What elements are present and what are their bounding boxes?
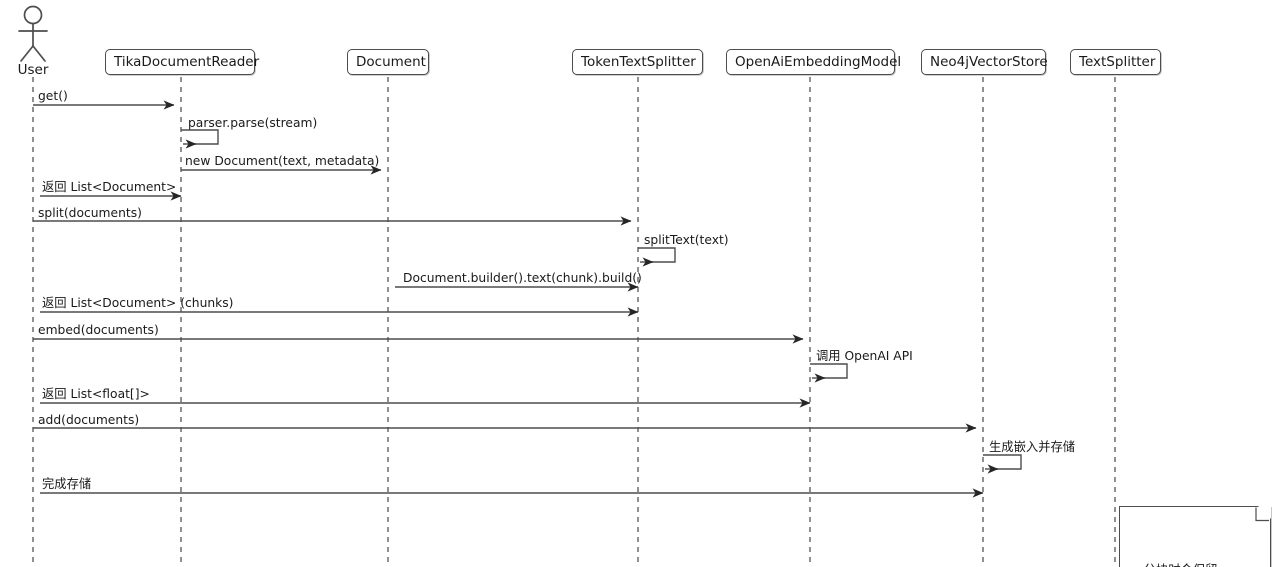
message-label-split-documents: split(documents) [38, 206, 142, 220]
participant-token-text-splitter[interactable]: TokenTextSplitter [572, 49, 703, 75]
note-fold-corner-icon [1258, 506, 1271, 519]
note-text: 分块时会保留 元数据信息: - parent_document_id - chu… [1128, 563, 1262, 567]
arrow-generate-embedding-store-self [983, 454, 1022, 474]
participant-document[interactable]: Document [347, 49, 429, 75]
participant-openai-embedding-model[interactable]: OpenAiEmbeddingModel [726, 49, 901, 75]
arrow-split-text-self [638, 247, 676, 267]
message-label-get: get() [38, 89, 68, 103]
message-label-return-list-document: 返回 List<Document> [42, 180, 177, 194]
message-label-embed-documents: embed(documents) [38, 323, 159, 337]
arrow-parser-parse-self [181, 129, 219, 149]
participant-text-splitter[interactable]: TextSplitter [1070, 49, 1161, 75]
message-label-document-builder: Document.builder().text(chunk).build() [403, 271, 642, 285]
note-chunk-metadata: 分块时会保留 元数据信息: - parent_document_id - chu… [1119, 506, 1271, 567]
message-label-call-openai-api: 调用 OpenAI API [816, 349, 913, 363]
message-label-new-document: new Document(text, metadata) [185, 154, 380, 168]
stick-figure-actor-icon [18, 5, 48, 62]
message-label-parser-parse: parser.parse(stream) [188, 116, 318, 130]
participant-neo4j-vector-store[interactable]: Neo4jVectorStore [921, 49, 1048, 75]
message-label-split-text: splitText(text) [644, 233, 729, 247]
arrow-call-openai-api-self [810, 363, 848, 383]
message-label-storage-complete: 完成存储 [42, 477, 92, 491]
actor-label-user: User [17, 62, 49, 78]
message-label-return-chunks: 返回 List<Document> (chunks) [42, 296, 234, 310]
message-label-return-float-list: 返回 List<float[]> [42, 387, 150, 401]
message-label-add-documents: add(documents) [38, 413, 140, 427]
lifelines-group [32, 77, 1116, 567]
message-label-generate-embedding-store: 生成嵌入并存储 [989, 440, 1076, 454]
participant-tika-document-reader[interactable]: TikaDocumentReader [105, 49, 259, 75]
